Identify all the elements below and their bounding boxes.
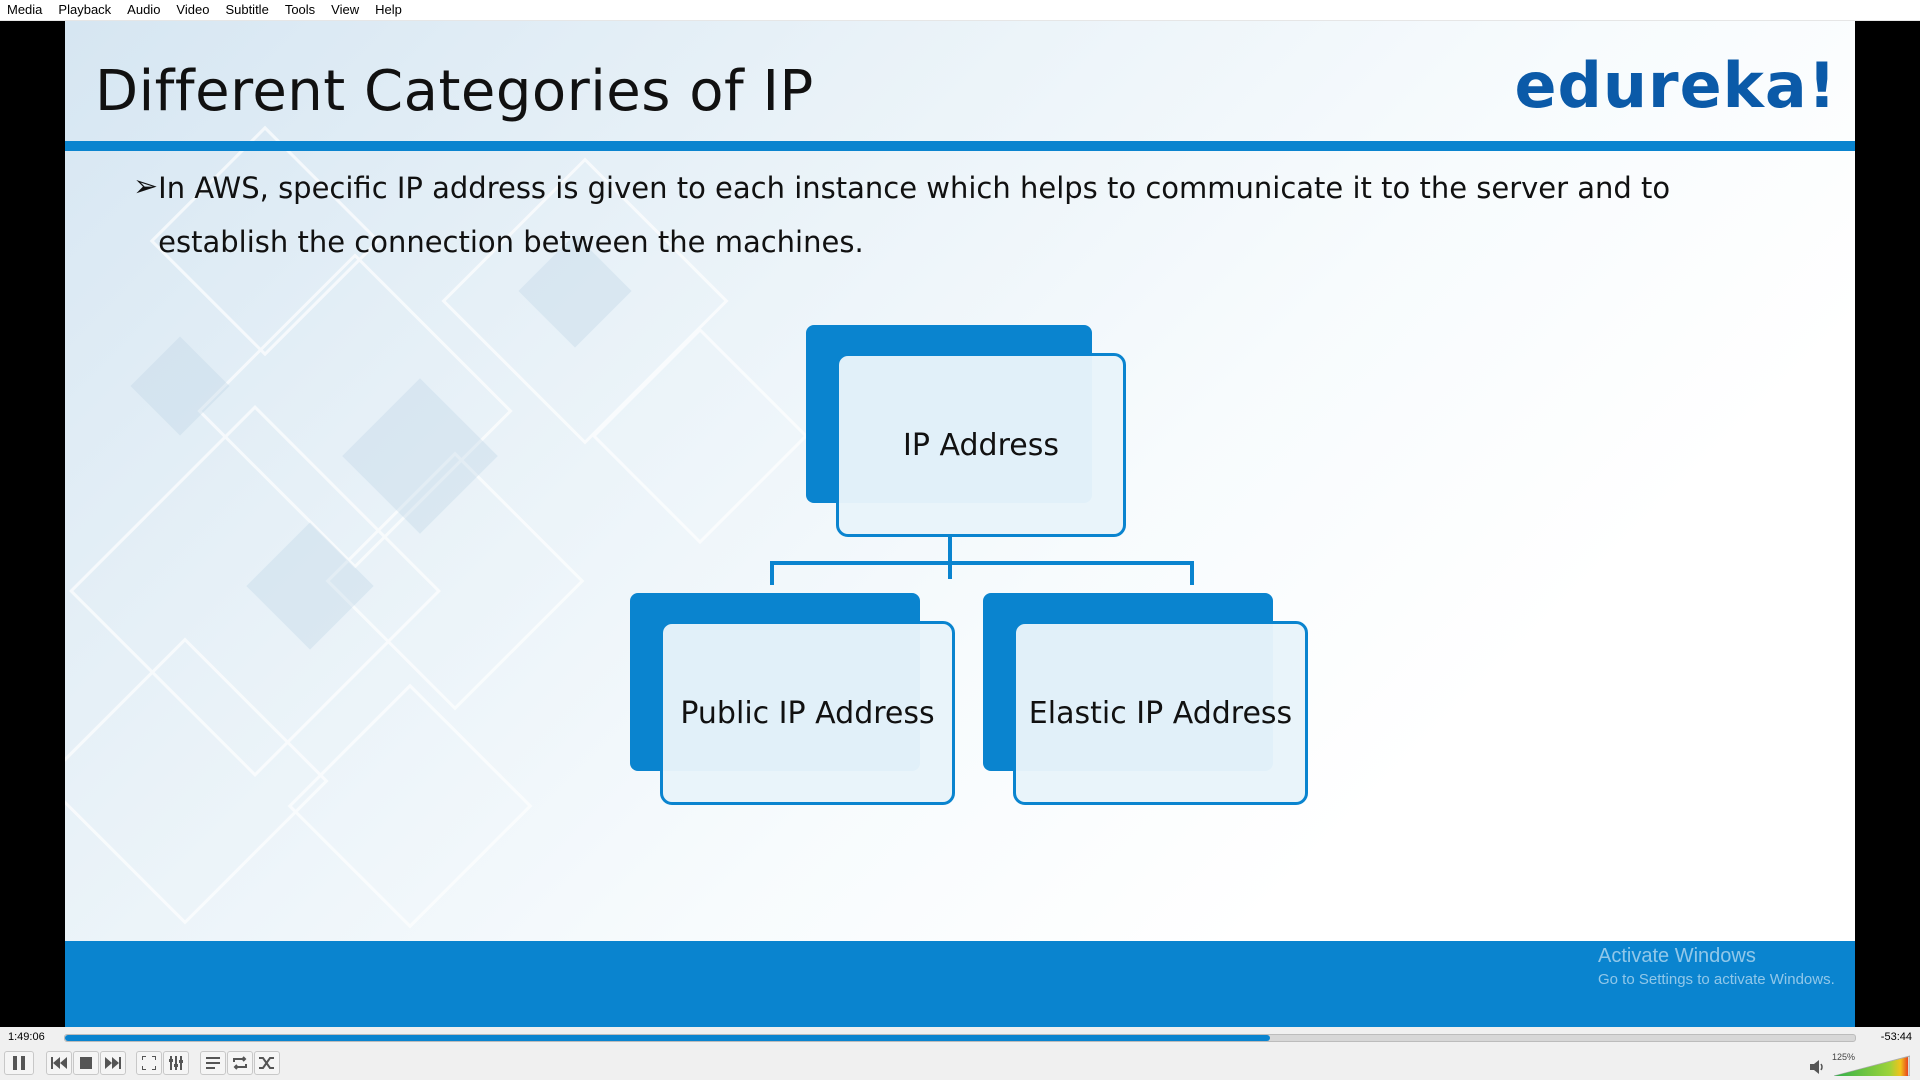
stop-button[interactable] [73,1051,99,1075]
shuffle-button[interactable] [254,1051,280,1075]
node-label-public: Public IP Address [680,695,935,731]
next-button[interactable] [100,1051,126,1075]
diagram-node-elastic: Elastic IP Address [983,593,1308,805]
stop-icon [80,1057,92,1069]
play-pause-icon [13,1056,25,1070]
slide-frame: Different Categories of IP edureka! ➢ In… [65,21,1855,1027]
node-box: Public IP Address [660,621,955,805]
player-controls: 1:49:06 -53:44 125% [0,1027,1920,1080]
bullet-point: ➢ In AWS, specific IP address is given t… [133,161,1793,269]
menu-subtitle[interactable]: Subtitle [225,2,269,17]
menu-video[interactable]: Video [176,2,210,17]
menu-playback[interactable]: Playback [58,2,112,17]
watermark-title: Activate Windows [1598,945,1756,967]
previous-button[interactable] [46,1051,72,1075]
previous-icon [51,1057,67,1069]
diagram-node-public: Public IP Address [630,593,955,805]
menu-help[interactable]: Help [375,2,402,17]
node-label-root: IP Address [903,427,1059,463]
arrow-bullet-icon: ➢ [133,170,159,203]
shuffle-icon [259,1057,274,1069]
seek-bar[interactable] [64,1034,1856,1042]
playlist-button[interactable] [200,1051,226,1075]
menu-tools[interactable]: Tools [284,2,316,17]
volume-control[interactable]: 125% [1802,1052,1912,1076]
connector-horizontal [770,561,1194,565]
node-box: Elastic IP Address [1013,621,1308,805]
elapsed-time[interactable]: 1:49:06 [8,1031,45,1043]
background-pattern [65,125,809,929]
volume-slider[interactable] [1834,1054,1910,1076]
loop-icon [233,1056,247,1070]
diagram-node-root: IP Address [806,325,1126,537]
menu-bar: Media Playback Audio Video Subtitle Tool… [0,0,1920,21]
node-label-elastic: Elastic IP Address [1028,695,1293,731]
fullscreen-button[interactable] [136,1051,162,1075]
menu-audio[interactable]: Audio [127,2,161,17]
activation-watermark: Activate Windows Go to Settings to activ… [1598,945,1835,988]
title-divider [65,141,1855,151]
video-area[interactable]: Different Categories of IP edureka! ➢ In… [0,21,1920,1027]
remaining-time[interactable]: -53:44 [1880,1031,1912,1043]
playlist-icon [206,1057,220,1069]
play-pause-button[interactable] [4,1051,34,1075]
connector-vertical-root [948,535,952,579]
slide-title: Different Categories of IP [95,59,814,124]
connector-vertical-left [770,561,774,585]
connector-vertical-right [1190,561,1194,585]
menu-media[interactable]: Media [7,2,43,17]
bullet-text: In AWS, specific IP address is given to … [158,171,1671,259]
volume-level: 125% [1832,1052,1856,1062]
speaker-icon [1810,1060,1823,1074]
slide-footer-band [65,941,1855,1027]
fullscreen-icon [142,1056,156,1070]
extended-settings-icon [169,1056,183,1070]
loop-button[interactable] [227,1051,253,1075]
seek-progress [65,1035,1270,1041]
next-icon [105,1057,121,1069]
watermark-subtitle: Go to Settings to activate Windows. [1598,971,1835,988]
node-box: IP Address [836,353,1126,537]
extended-settings-button[interactable] [163,1051,189,1075]
menu-view[interactable]: View [331,2,360,17]
brand-logo: edureka! [1514,49,1837,122]
